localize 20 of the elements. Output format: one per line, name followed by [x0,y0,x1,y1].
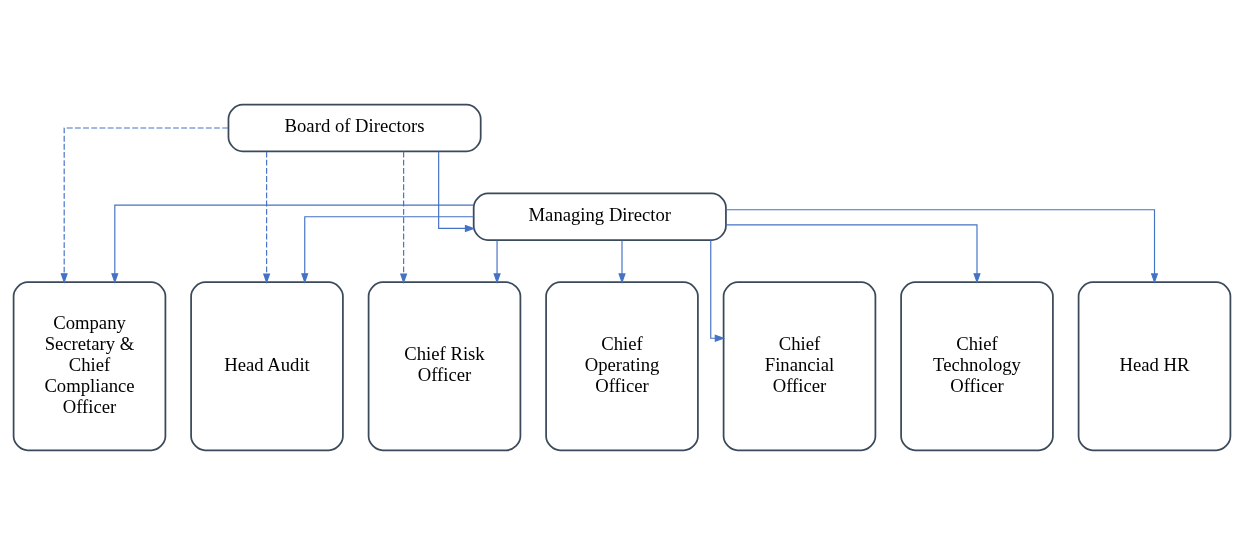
node-box: Chief Financial Officer [722,280,877,451]
arrow [725,208,1159,284]
arrow [262,150,271,284]
node-box: Board of Directors [227,103,482,152]
arrow [399,150,408,284]
arrow [111,204,475,284]
arrow [493,239,501,284]
arrow [438,150,476,232]
arrow [710,239,726,342]
arrow [60,126,229,284]
arrow [618,239,626,284]
node-box: Head Audit [190,280,344,451]
node-box: Managing Director [472,192,727,241]
node-box: Chief Operating Officer [545,280,699,451]
node-box: Chief Risk Officer [367,280,522,451]
node-box: Head HR [1077,280,1232,451]
arrow [725,223,981,284]
arrow [301,215,474,284]
node-box: Company Secretary & Chief Compliance Officer [12,280,167,451]
node-box: Chief Technology Officer [900,280,1054,451]
